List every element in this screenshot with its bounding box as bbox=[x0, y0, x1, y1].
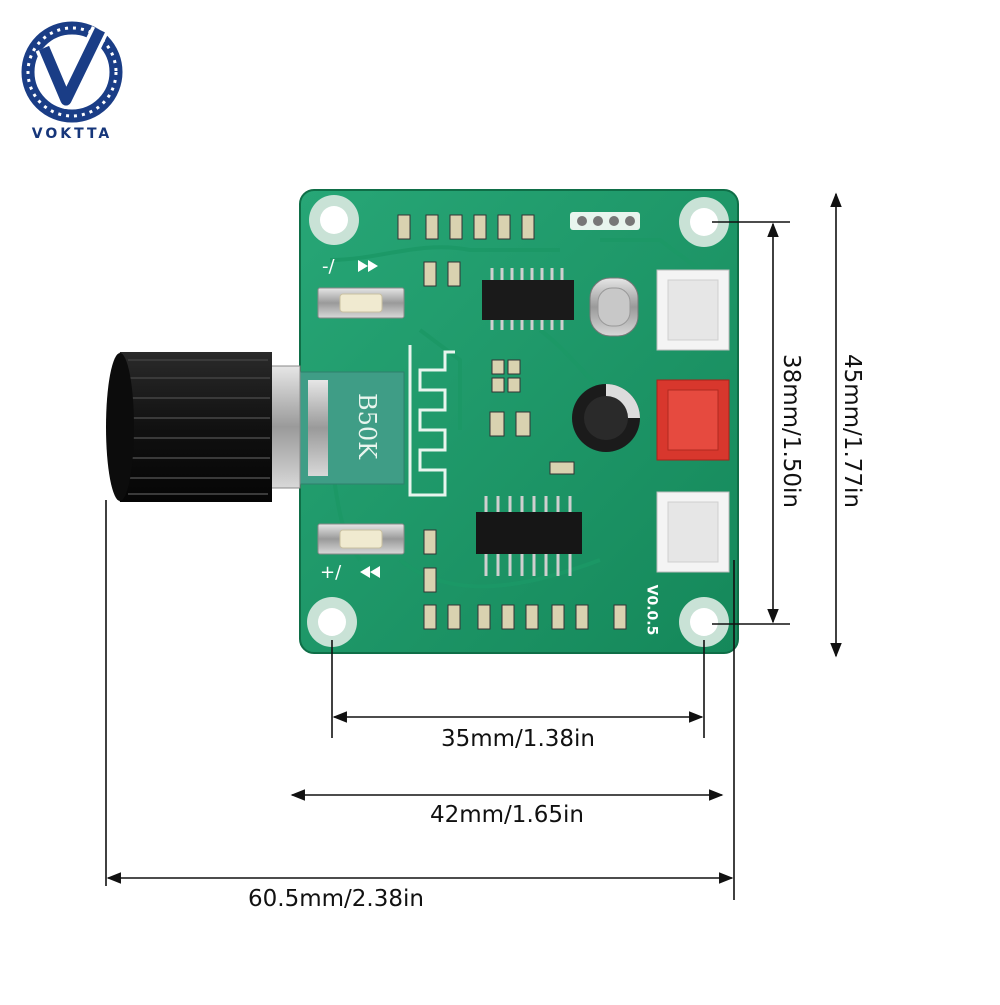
dim-overall-width: 60.5mm/2.38in bbox=[248, 886, 424, 912]
mounting-hole bbox=[309, 195, 359, 245]
prev-button-label: -/ bbox=[322, 256, 335, 277]
mounting-hole bbox=[307, 597, 357, 647]
volume-knob bbox=[106, 352, 301, 502]
bluetooth-chip bbox=[482, 268, 574, 330]
pcb-board bbox=[299, 189, 739, 654]
dimension-lines bbox=[105, 192, 842, 900]
dim-hole-spacing-v: 38mm/1.50in bbox=[778, 353, 804, 508]
crystal-oscillator bbox=[589, 277, 639, 337]
dim-board-width: 42mm/1.65in bbox=[429, 802, 584, 828]
mounting-hole bbox=[679, 597, 729, 647]
antenna-trace bbox=[408, 345, 455, 497]
prev-button bbox=[317, 260, 405, 319]
electrolytic-capacitor bbox=[572, 384, 640, 452]
amplifier-chip bbox=[476, 496, 582, 576]
speaker-connector-left bbox=[656, 269, 730, 351]
brand-name: VOKTTA bbox=[31, 126, 113, 142]
dim-hole-spacing-h: 35mm/1.38in bbox=[440, 726, 595, 752]
brand-logo bbox=[21, 21, 123, 123]
pot-value-label: B50K bbox=[353, 392, 381, 460]
dim-board-height: 45mm/1.77in bbox=[839, 353, 865, 508]
smd-components bbox=[397, 214, 627, 630]
next-button-label: +/ bbox=[320, 562, 342, 583]
next-button bbox=[317, 523, 405, 578]
power-connector bbox=[656, 379, 730, 461]
potentiometer-body bbox=[299, 371, 405, 485]
pin-header bbox=[570, 212, 640, 230]
board-version: V0.0.5 bbox=[643, 584, 660, 636]
speaker-connector-right bbox=[656, 491, 730, 573]
mounting-hole bbox=[679, 197, 729, 247]
